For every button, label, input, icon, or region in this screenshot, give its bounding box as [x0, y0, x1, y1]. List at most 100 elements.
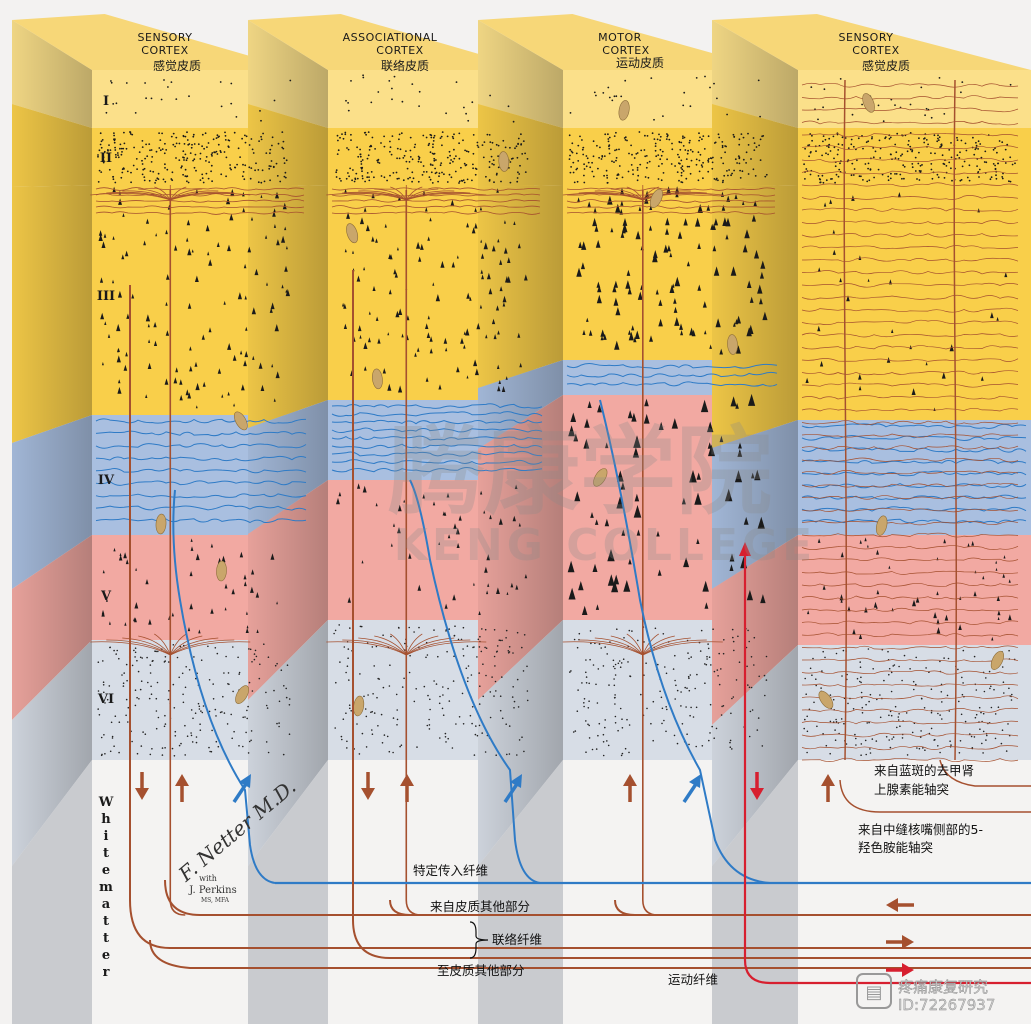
column-side-shade [12, 415, 92, 589]
column-4-title-line1: SENSORY [839, 31, 894, 44]
glial-cell [818, 690, 834, 709]
column-1-title-line2: CORTEX [141, 44, 188, 57]
column-top-face [712, 14, 1031, 70]
white-matter-letter: t [103, 931, 109, 946]
label-raphe-line2: 羟色胺能轴突 [858, 840, 933, 855]
white-matter-letter: a [102, 897, 111, 912]
column-side-shade [248, 480, 328, 700]
arrow-up-1 [175, 774, 189, 802]
column-1-title-line1: SENSORY [138, 31, 193, 44]
glial-cell [649, 188, 663, 209]
motor-fiber [743, 550, 1031, 985]
label-to-other-cortex: 至皮质其他部分 [437, 963, 525, 978]
column-layer-1 [798, 70, 1031, 128]
afferent-branch-2 [409, 479, 541, 884]
glial-cell [235, 685, 250, 704]
column-side-white-matter [12, 760, 92, 1024]
watermarks: 腾康学院 KENG COLLEGE [388, 416, 812, 571]
arrow-motor-down [750, 772, 764, 800]
watermark-corner-id: ID:72267937 [898, 996, 995, 1014]
column-side-shade [248, 104, 328, 187]
column-top-face [478, 14, 773, 70]
arrow-down-2 [361, 772, 375, 800]
layer-label-3: III [97, 289, 115, 304]
column-2-subtitle: 联络皮质 [381, 58, 429, 73]
column-2-title-line2: CORTEX [376, 44, 423, 57]
column-3-subtitle: 运动皮质 [616, 56, 664, 70]
arrow-up-2 [400, 774, 414, 802]
layer-label-2: II [100, 151, 112, 166]
glial-cell [862, 93, 875, 113]
column-side-shade [248, 400, 328, 534]
arrow-afferent-2 [503, 774, 522, 803]
column-3-title-line1: MOTOR [598, 31, 642, 44]
motor-fiber-arrowhead [739, 542, 751, 556]
column-side-shade [248, 620, 328, 866]
modulatory-axon [843, 79, 848, 761]
association-fiber-2 [352, 270, 1031, 959]
arrow-afferent-1 [232, 774, 251, 803]
column-layer-3 [798, 185, 1031, 420]
column-side-shade [712, 535, 798, 725]
from-other-cortex-fiber [164, 879, 1031, 916]
column-side-shade [248, 20, 328, 128]
column-side-shade [12, 535, 92, 720]
layer-label-4: IV [98, 473, 115, 488]
locus-coeruleus-axon [939, 759, 1031, 787]
corner-logo-glyph: ▤ [865, 982, 882, 1003]
layer-label-5: V [100, 589, 112, 604]
label-locus-coeruleus-line1: 来自蓝斑的去甲肾 [874, 763, 974, 778]
column-3-title-line2: CORTEX [602, 44, 649, 57]
column-side-shade [712, 185, 798, 448]
fiber-tracts [129, 270, 1031, 985]
column-2-title-line1: ASSOCIATIONAL [343, 31, 438, 44]
white-matter-letter: i [104, 829, 109, 844]
watermark-center-cn: 腾康学院 [388, 416, 772, 528]
to-other-cortex-fiber [149, 939, 1031, 969]
glial-cell [233, 411, 248, 431]
raphe-axon [839, 779, 1031, 813]
glial-cell [618, 100, 630, 121]
white-matter-letter: e [102, 948, 110, 963]
layer-labels: I II III IV V VI [97, 94, 115, 707]
label-from-other-cortex: 来自皮质其他部分 [430, 899, 530, 914]
layer-label-1: I [103, 94, 109, 109]
cortex-column-4 [712, 14, 1031, 1024]
modulatory-axon [953, 79, 958, 761]
white-matter-letter: m [99, 880, 113, 895]
arrow-right-1 [886, 935, 914, 949]
afferent-branch-1 [172, 489, 276, 884]
column-side-shade [12, 104, 92, 187]
label-motor-fibers: 运动纤维 [668, 972, 718, 987]
corner-logo-icon [856, 973, 892, 1009]
label-specific-afferent: 特定传入纤维 [413, 863, 488, 878]
column-side-shade [478, 620, 563, 866]
glial-cell [155, 513, 167, 535]
glial-cell [371, 368, 383, 390]
column-side-white-matter [248, 760, 328, 1024]
arrow-down-1 [135, 772, 149, 800]
white-matter-letter: W [98, 795, 114, 810]
arrow-up-3 [623, 774, 637, 802]
association-fiber [129, 285, 1031, 949]
column-top-face [248, 14, 534, 70]
glial-cell [875, 515, 888, 536]
column-side-shade [12, 185, 92, 443]
column-side-shade [712, 645, 798, 866]
column-4-subtitle: 感觉皮质 [862, 58, 910, 73]
column-2-neurons [326, 74, 543, 916]
column-layer-5 [798, 535, 1031, 645]
glial-cell [346, 223, 359, 244]
column-side-shade [478, 395, 563, 700]
signature-coauthor: J. Perkins [188, 885, 236, 896]
corner-watermark: ▤ 疼痛康复研究 ID:72267937 [856, 973, 996, 1014]
arrow-left-1 [886, 898, 914, 912]
glial-cell [498, 151, 510, 172]
column-side-shade [712, 20, 798, 128]
glial-cell [727, 334, 738, 355]
label-raphe-line1: 来自中缝核嘴侧部的5- [858, 822, 983, 837]
column-1-subtitle: 感觉皮质 [153, 58, 201, 73]
cortex-columns [12, 14, 1031, 1024]
arrow-afferent-3 [682, 774, 701, 803]
